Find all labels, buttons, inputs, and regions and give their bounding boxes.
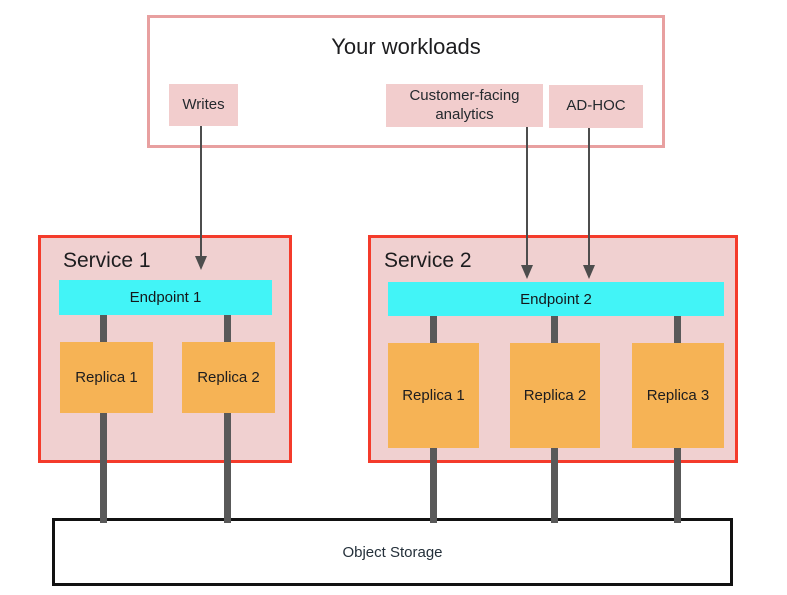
arrowhead-analytics-icon: [521, 265, 533, 279]
object-storage-container: Object Storage: [52, 518, 733, 586]
service2-replica1: Replica 1: [388, 343, 479, 448]
service1-label: Service 1: [63, 249, 151, 272]
service2-replica3: Replica 3: [632, 343, 724, 448]
service1-endpoint: Endpoint 1: [59, 280, 272, 315]
service2-endpoint: Endpoint 2: [388, 282, 724, 316]
workload-adhoc: AD-HOC: [549, 85, 643, 128]
arrowhead-writes-icon: [195, 256, 207, 270]
pipe-s1-replica2: [224, 315, 231, 523]
service2-label: Service 2: [384, 249, 472, 272]
pipe-s1-replica1: [100, 315, 107, 523]
service1-replica1: Replica 1: [60, 342, 153, 413]
service2-replica2: Replica 2: [510, 343, 600, 448]
arrow-writes-to-service1: [200, 126, 202, 257]
workloads-title: Your workloads: [331, 34, 481, 59]
arrow-adhoc-to-service2: [588, 128, 590, 266]
arrowhead-adhoc-icon: [583, 265, 595, 279]
arrow-analytics-to-service2: [526, 127, 528, 266]
service1-replica2: Replica 2: [182, 342, 275, 413]
workload-customer-facing-analytics: Customer-facing analytics: [386, 84, 543, 127]
object-storage-label: Object Storage: [342, 543, 443, 561]
workload-writes: Writes: [169, 84, 238, 126]
